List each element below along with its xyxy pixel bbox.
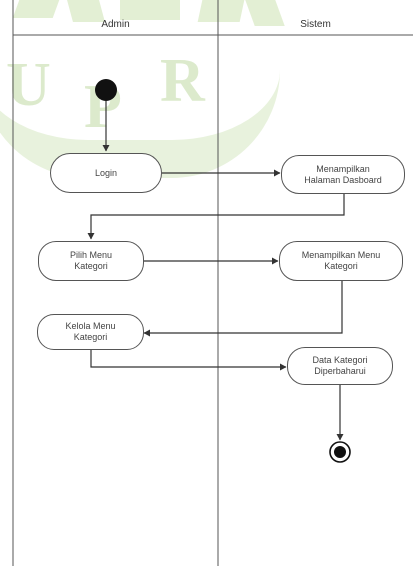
activity-pick-menu: Pilih Menu Kategori — [38, 241, 144, 281]
end-node-inner — [334, 446, 346, 458]
activity-manage-menu: Kelola Menu Kategori — [37, 314, 144, 350]
activity-login: Login — [50, 153, 162, 193]
flow-manage-menu-to-data-updated — [90, 350, 287, 371]
activity-show-dashboard: Menampilkan Halaman Dasboard — [281, 155, 405, 194]
start-node — [95, 79, 117, 101]
flow-show-menu-to-manage-menu — [143, 281, 343, 337]
activity-show-menu: Menampilkan Menu Kategori — [279, 241, 403, 281]
activity-data-updated: Data Kategori Diperbaharui — [287, 347, 393, 385]
lane-header-admin: Admin — [13, 14, 218, 34]
flow-dashboard-to-pick-menu — [87, 194, 345, 240]
lane-label-admin: Admin — [101, 18, 130, 30]
lane-header-sistem: Sistem — [218, 14, 413, 34]
lane-label-sistem: Sistem — [300, 18, 331, 30]
